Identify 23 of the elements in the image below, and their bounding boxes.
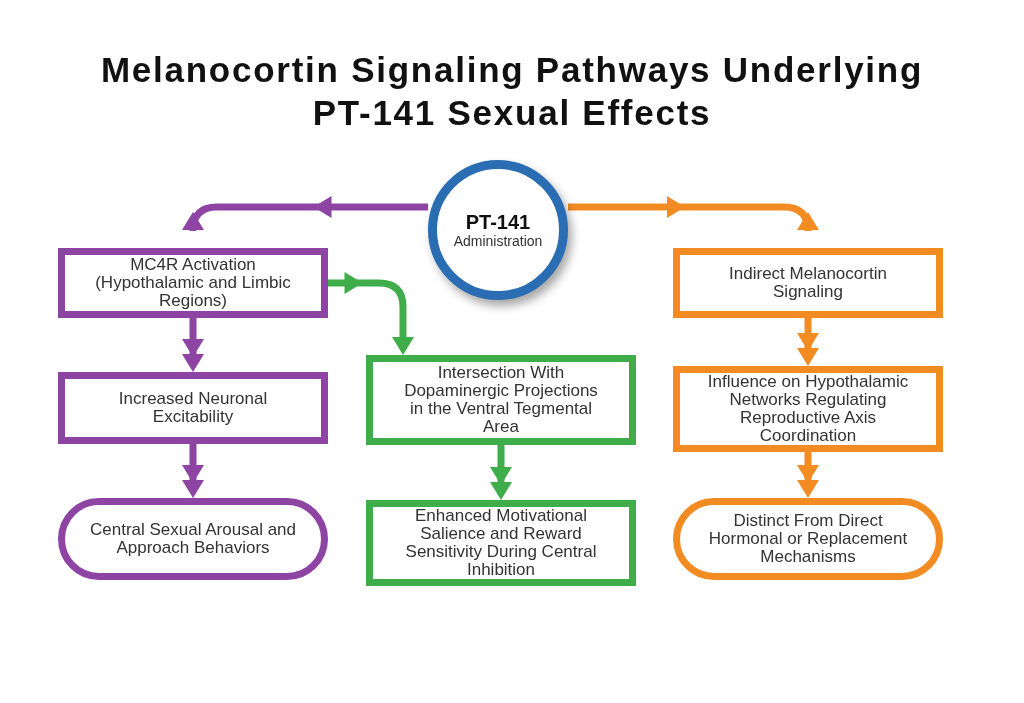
- process-box: [58, 372, 328, 444]
- node-label: Enhanced Motivational Salience and Reward Sensitivity During Central Inhibition: [404, 507, 598, 579]
- arrow: [182, 444, 204, 498]
- arrow: [328, 272, 414, 355]
- process-box: [58, 248, 328, 318]
- arrow: [797, 318, 819, 366]
- node-label: Intersection With Dopaminergic Projections in the Ventral Tegmental Area: [403, 364, 599, 436]
- node-label: MC4R Activation (Hypothalamic and Limbic Regions): [94, 256, 292, 310]
- process-box: [366, 355, 636, 445]
- arrow: [797, 452, 819, 498]
- title: Melanocortin Signaling Pathways Underlying PT-141 Sexual Effects: [99, 49, 925, 134]
- node-label: Influence on Hypothalamic Networks Regulating Reproductive Axis Coordination: [706, 373, 910, 445]
- arrow: [490, 445, 512, 500]
- node-label: Distinct From Direct Hormonal or Replacement Mechanisms: [707, 512, 909, 566]
- node-title: PT-141: [465, 210, 531, 233]
- process-box: [673, 248, 943, 318]
- arrow: [182, 318, 204, 372]
- node-label: Central Sexual Arousal and Approach Behaviors: [89, 521, 297, 557]
- node-label: Increased Neuronal Excitability: [117, 390, 269, 426]
- node-label: Administration: [453, 232, 543, 250]
- process-box: [673, 366, 943, 452]
- process-box: [366, 500, 636, 586]
- node-label: Indirect Melanocortin Signaling: [728, 265, 888, 301]
